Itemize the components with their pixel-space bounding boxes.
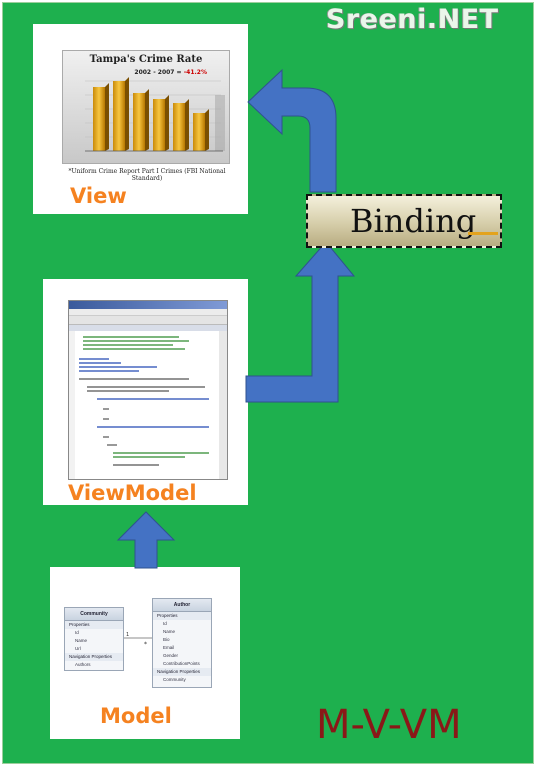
binding-box: Binding [306,194,502,248]
entity-property: Name [163,629,176,634]
entity-property: Email [163,645,175,650]
editor-tabs [69,325,227,331]
entity-section-title: Properties [153,612,211,620]
editor-menubar [69,309,227,316]
entity-community-title: Community [65,608,123,621]
viewmodel-label: ViewModel [68,481,197,505]
editor-code-lines [69,331,227,479]
arrow-binding-to-view [247,68,337,193]
chart-shadow-shape [215,95,225,151]
binding-underline [468,232,498,235]
entity-section-title: Navigation Properties [65,653,123,661]
entity-community: Community Properties Id Name Url Navigat… [64,607,124,671]
relationship-right-multiplicity: * [144,641,147,648]
chart-thumbnail-change: -41.2% [183,69,207,76]
entity-property: Authors [75,662,91,667]
chart-thumbnail-caption: *Uniform Crime Report Part I Crimes (FBI… [68,168,226,182]
entity-property: Url [75,646,81,651]
entity-property: Bio [163,637,170,642]
model-label: Model [100,704,172,728]
chart-thumbnail-period: 2002 - 2007 = [134,69,182,76]
entity-author-title: Author [153,599,211,612]
entity-property: Id [163,621,167,626]
watermark: Sreeni.NET [326,4,499,35]
chart-bar [193,113,205,151]
entity-property: Gender [163,653,179,658]
chart-bar [93,87,105,151]
code-editor-thumbnail [68,300,228,480]
entity-author: Author Properties Id Name Bio Email Gend… [152,598,212,688]
chart-bar [113,81,125,151]
entity-section-title: Navigation Properties [153,668,211,676]
arrow-viewmodel-to-binding [245,241,356,403]
diagram-title: M-V-VM [316,702,462,748]
chart-bar [153,99,165,151]
entity-property: Community [163,677,186,682]
chart-thumbnail-graphic [85,77,225,152]
entity-section-title: Properties [65,621,123,629]
arrow-model-to-viewmodel [116,511,176,569]
chart-bar [133,93,145,151]
relationship-left-multiplicity: 1 [126,632,129,638]
chart-bar [173,103,185,151]
binding-label: Binding [350,202,477,240]
entity-property: Id [75,630,79,635]
chart-thumbnail-subtitle: 2002 - 2007 = -41.2% [134,69,207,76]
crime-chart-thumbnail: Tampa's Crime Rate 2002 - 2007 = -41.2% [62,50,230,164]
view-label: View [70,184,127,208]
entity-property: Name [75,638,88,643]
editor-toolbar [69,316,227,325]
entity-relationship-line: 1 * [124,632,152,648]
entity-property: ContributionPoints [163,661,200,666]
chart-thumbnail-title: Tampa's Crime Rate [89,54,203,65]
editor-titlebar [69,301,227,309]
